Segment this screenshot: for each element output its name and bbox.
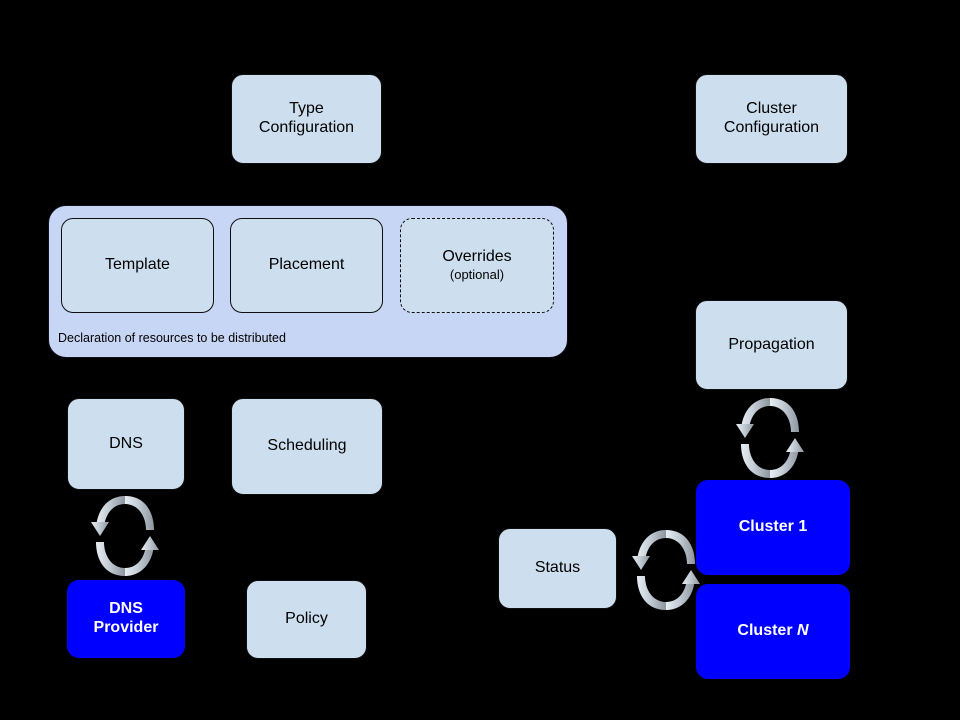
node-type-configuration[interactable]: Type Configuration bbox=[231, 74, 382, 164]
node-policy[interactable]: Policy bbox=[246, 580, 367, 659]
cluster-configuration-line1: Cluster bbox=[746, 100, 797, 118]
node-cluster-configuration[interactable]: Cluster Configuration bbox=[695, 74, 848, 164]
node-scheduling-label: Scheduling bbox=[267, 437, 347, 455]
node-template[interactable]: Template bbox=[61, 218, 214, 313]
dns-provider-line2: Provider bbox=[93, 619, 159, 636]
cluster-n-prefix: Cluster bbox=[737, 622, 797, 640]
node-propagation-label: Propagation bbox=[728, 335, 815, 353]
node-template-label: Template bbox=[105, 256, 170, 274]
cluster-1-prefix: Cluster bbox=[738, 518, 799, 536]
node-overrides-title: Overrides bbox=[442, 248, 512, 266]
node-dns-provider-label: DNS Provider bbox=[94, 600, 159, 638]
node-overrides-subtitle: (optional) bbox=[449, 267, 505, 283]
cluster-1-suffix: 1 bbox=[798, 518, 808, 536]
node-cluster-1-label: Cluster 1 bbox=[739, 518, 807, 537]
node-status[interactable]: Status bbox=[498, 528, 617, 609]
node-overrides-label: Overrides (optional) bbox=[442, 248, 511, 282]
sync-arrows-icon-propagation bbox=[736, 398, 804, 478]
node-cluster-configuration-label: Cluster Configuration bbox=[724, 100, 819, 138]
sync-arrows-icon-dns bbox=[91, 496, 159, 576]
dns-provider-line1: DNS bbox=[109, 600, 143, 618]
node-cluster-n-label: Cluster N bbox=[737, 622, 808, 641]
node-scheduling[interactable]: Scheduling bbox=[231, 398, 383, 495]
node-placement[interactable]: Placement bbox=[230, 218, 383, 313]
node-type-configuration-label: Type Configuration bbox=[259, 100, 354, 138]
group-caption: Declaration of resources to be distribut… bbox=[58, 331, 286, 345]
node-policy-label: Policy bbox=[285, 610, 328, 628]
cluster-n-suffix: N bbox=[797, 622, 809, 640]
node-dns-label: DNS bbox=[109, 434, 143, 452]
sync-arrow-lower bbox=[96, 536, 159, 576]
sync-arrows-icon-status bbox=[632, 530, 700, 610]
node-overrides[interactable]: Overrides (optional) bbox=[400, 218, 554, 313]
sync-arrow-upper bbox=[91, 496, 154, 536]
node-status-label: Status bbox=[534, 559, 581, 577]
sync-arrow-lower bbox=[741, 438, 804, 478]
sync-arrow-upper bbox=[736, 398, 799, 438]
node-cluster-1[interactable]: Cluster 1 bbox=[696, 480, 850, 575]
cluster-configuration-line2: Configuration bbox=[723, 119, 820, 136]
node-dns-provider[interactable]: DNS Provider bbox=[67, 580, 185, 658]
node-placement-label: Placement bbox=[268, 256, 345, 274]
sync-arrow-upper bbox=[632, 530, 695, 570]
type-configuration-line1: Type bbox=[289, 100, 324, 118]
sync-arrow-lower bbox=[637, 570, 700, 610]
type-configuration-line2: Configuration bbox=[258, 119, 355, 136]
node-propagation[interactable]: Propagation bbox=[695, 300, 848, 390]
node-dns[interactable]: DNS bbox=[67, 398, 185, 490]
node-cluster-n[interactable]: Cluster N bbox=[696, 584, 850, 679]
